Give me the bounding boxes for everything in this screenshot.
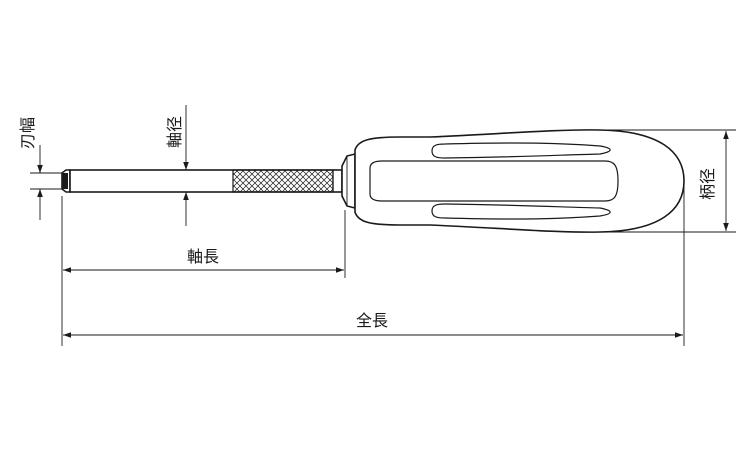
blade-width-label: 刃幅 bbox=[18, 117, 37, 149]
shaft-diameter-label: 軸径 bbox=[165, 116, 184, 148]
shaft-length-label: 軸長 bbox=[187, 247, 219, 266]
handle-collar bbox=[341, 152, 356, 210]
shaft-diameter-dimension: 軸径 bbox=[165, 105, 189, 226]
blade-width-dimension: 刃幅 bbox=[18, 117, 62, 220]
knurled-section bbox=[232, 169, 334, 193]
handle-diameter-dimension: 柄径 bbox=[600, 129, 736, 233]
handle-diameter-label: 柄径 bbox=[698, 168, 717, 200]
screwdriver bbox=[61, 129, 685, 233]
handle bbox=[354, 129, 685, 233]
overall-length-dimension: 全長 bbox=[62, 186, 685, 346]
shaft bbox=[69, 169, 343, 193]
shaft-length-dimension: 軸長 bbox=[61, 196, 346, 346]
overall-length-label: 全長 bbox=[356, 311, 388, 330]
